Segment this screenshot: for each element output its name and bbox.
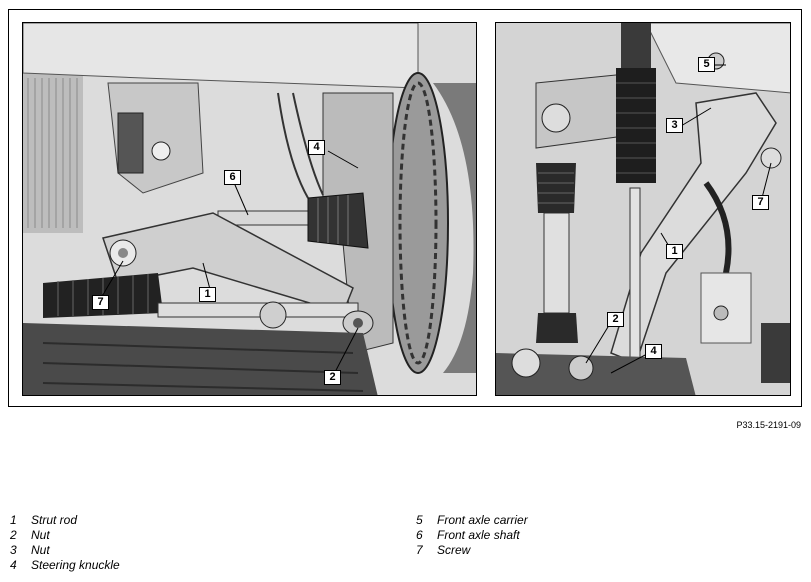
legend-label: Nut	[31, 528, 50, 542]
illustration-left: 6 4 1 2 7	[22, 22, 477, 396]
callout-3: 3	[666, 118, 683, 133]
legend-label: Front axle carrier	[437, 513, 528, 527]
legend-number: 3	[10, 543, 17, 557]
legend-label: Steering knuckle	[31, 558, 120, 572]
callout-4: 4	[645, 344, 662, 359]
legend-number: 7	[416, 543, 423, 557]
right-drawing	[496, 23, 790, 395]
callout-5: 5	[698, 57, 715, 72]
figure-id: P33.15-2191-09	[736, 420, 801, 430]
legend-number: 5	[416, 513, 423, 527]
legend-item: 1 Strut rod	[10, 513, 120, 528]
legend-number: 6	[416, 528, 423, 542]
legend-item: 6 Front axle shaft	[416, 528, 528, 543]
callout-1: 1	[666, 244, 683, 259]
callout-4: 4	[308, 140, 325, 155]
legend-label: Strut rod	[31, 513, 78, 527]
callout-7: 7	[92, 295, 109, 310]
callout-6: 6	[224, 170, 241, 185]
legend-item: 3 Nut	[10, 543, 120, 558]
left-drawing	[23, 23, 476, 395]
legend-number: 1	[10, 513, 17, 527]
legend-label: Front axle shaft	[437, 528, 520, 542]
legend-item: 7 Screw	[416, 543, 528, 558]
callout-2: 2	[607, 312, 624, 327]
legend-item: 2 Nut	[10, 528, 120, 543]
callout-2: 2	[324, 370, 341, 385]
legend-label: Nut	[31, 543, 50, 557]
figure-frame: 6 4 1 2 7	[8, 9, 802, 407]
callout-1: 1	[199, 287, 216, 302]
legend-item: 5 Front axle carrier	[416, 513, 528, 528]
legend-number: 2	[10, 528, 17, 542]
legend-label: Screw	[437, 543, 471, 557]
callout-7: 7	[752, 195, 769, 210]
legend-number: 4	[10, 558, 17, 572]
illustration-right: 5 3 1 2 4 7	[495, 22, 791, 396]
legend-item: 4 Steering knuckle	[10, 558, 120, 573]
